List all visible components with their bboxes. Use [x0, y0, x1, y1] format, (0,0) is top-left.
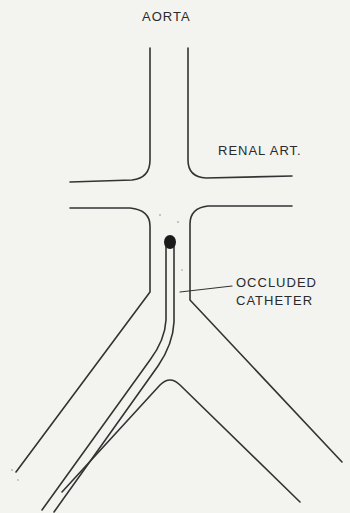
catheter-wall [54, 246, 174, 512]
callout-label: OCCLUDED CATHETER [236, 274, 346, 309]
aorta-lower-left-wall [16, 208, 150, 472]
catheter-wall [42, 246, 166, 510]
aorta-left-wall [70, 48, 150, 182]
aorta-lower-right-wall [190, 206, 342, 462]
occlusion-blob [164, 235, 176, 249]
leader-line [180, 286, 232, 292]
aorta-right-wall [188, 48, 292, 178]
vessel-label: RENAL ART. [218, 142, 328, 160]
iliac-crotch [62, 380, 300, 502]
vessel-label: AORTA [142, 8, 212, 26]
